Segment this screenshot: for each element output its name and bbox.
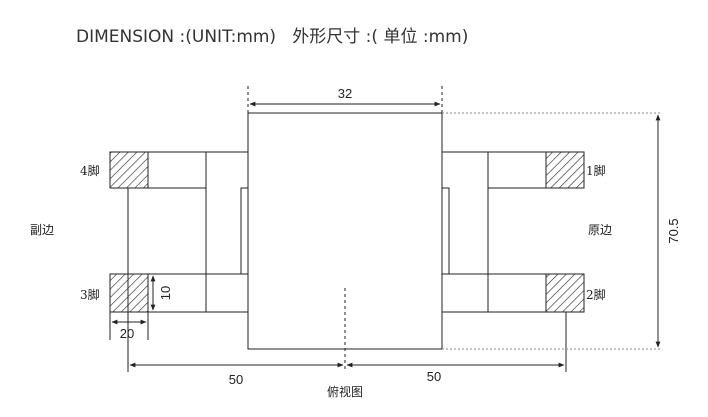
height-label: 70.5 [666,218,681,243]
pin-width-label: 20 [120,326,134,341]
pin3-label: 3脚 [80,287,100,302]
left-upper-wing [205,151,249,275]
pin4-label: 4脚 [80,163,100,178]
left-inner-step [240,187,249,275]
right-span-label: 50 [427,369,441,384]
pin3-arm [147,273,207,313]
pin3-pad [109,273,149,313]
top-view-label: 俯视图 [327,384,363,399]
pin-height-label: 10 [158,286,173,300]
pin1-arm [487,151,547,189]
right-lower-wing [441,273,489,313]
pin1-pad [545,151,585,189]
pin2-pad [545,273,585,313]
pin2-arm [487,273,547,313]
pin2-label: 2脚 [586,287,606,302]
left-span-label: 50 [229,372,243,387]
pin4-arm [147,151,207,189]
secondary-side-label: 副边 [30,223,54,237]
primary-side-label: 原边 [588,223,612,237]
pin4-pad [109,151,149,189]
top-width-label: 32 [338,86,352,101]
left-lower-wing [205,273,249,313]
pin1-label: 1脚 [586,163,606,178]
right-inner-step [441,187,450,275]
dimension-title: DIMENSION :(UNIT:mm) 外形尺寸 :( 单位 :mm) [76,27,469,47]
